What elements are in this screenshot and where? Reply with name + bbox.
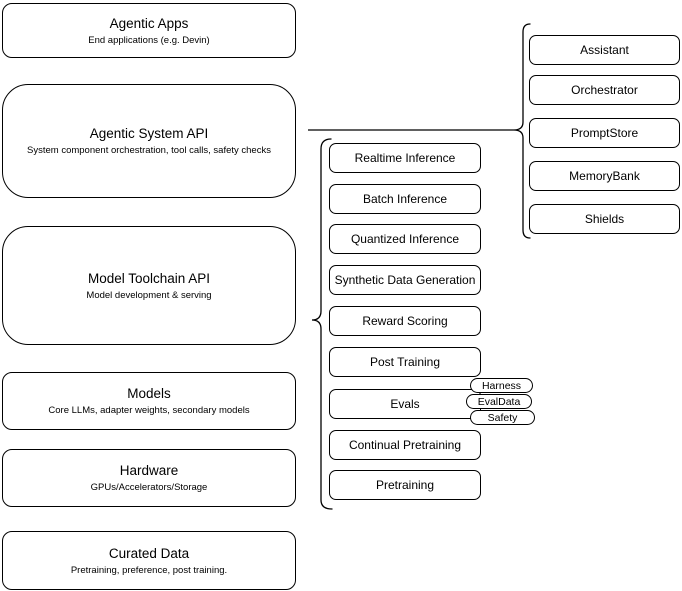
node-title: Models [127,386,171,401]
pill-evaldata: EvalData [466,394,532,409]
node-model-toolchain-api: Model Toolchain API Model development & … [2,226,296,345]
node-agentic-system-api: Agentic System API System component orch… [2,84,296,198]
node-title: Agentic Apps [109,15,189,31]
node-memorybank: MemoryBank [529,161,680,191]
node-label: Synthetic Data Generation [334,273,476,287]
node-pretraining: Pretraining [329,470,481,500]
node-title: Model Toolchain API [87,270,211,286]
node-subtitle: Core LLMs, adapter weights, secondary mo… [48,405,250,416]
node-post-training: Post Training [329,347,481,377]
pill-label: Safety [487,411,518,424]
node-realtime-inference: Realtime Inference [329,143,481,173]
node-models: Models Core LLMs, adapter weights, secon… [2,372,296,430]
pill-harness: Harness [470,378,533,393]
node-title: Curated Data [108,545,190,561]
node-label: Orchestrator [571,83,638,97]
node-subtitle: Pretraining, preference, post training. [70,564,228,576]
node-quantized-inference: Quantized Inference [329,224,481,254]
node-continual-pretraining: Continual Pretraining [329,430,481,460]
node-subtitle: System component orchestration, tool cal… [27,145,271,156]
pill-safety: Safety [470,410,535,425]
pill-label: Harness [481,379,522,392]
node-evals: Evals [329,389,481,419]
node-synthetic-data-generation: Synthetic Data Generation [329,265,481,295]
node-promptstore: PromptStore [529,118,680,148]
node-label: PromptStore [570,126,639,140]
node-shields: Shields [529,204,680,234]
node-label: Evals [390,397,420,411]
node-label: Pretraining [375,478,435,492]
node-agentic-apps: Agentic Apps End applications (e.g. Devi… [2,3,296,58]
node-label: Reward Scoring [362,314,448,328]
node-curated-data: Curated Data Pretraining, preference, po… [2,531,296,590]
node-reward-scoring: Reward Scoring [329,306,481,336]
node-label: Realtime Inference [354,151,456,165]
node-hardware: Hardware GPUs/Accelerators/Storage [2,449,296,507]
node-label: Continual Pretraining [348,438,462,452]
node-batch-inference: Batch Inference [329,184,481,214]
brace-right-column [513,23,531,239]
node-subtitle: Model development & serving [86,289,212,301]
node-assistant: Assistant [529,35,680,65]
node-label: Assistant [580,43,629,57]
node-label: MemoryBank [569,169,640,183]
node-subtitle: End applications (e.g. Devin) [88,34,210,46]
node-label: Batch Inference [362,192,448,206]
node-label: Quantized Inference [350,232,460,246]
node-label: Shields [584,212,625,226]
pill-label: EvalData [477,395,521,408]
node-subtitle: GPUs/Accelerators/Storage [90,482,208,493]
node-title: Hardware [119,463,179,478]
node-title: Agentic System API [89,126,209,141]
node-label: Post Training [369,355,441,369]
node-orchestrator: Orchestrator [529,75,680,105]
